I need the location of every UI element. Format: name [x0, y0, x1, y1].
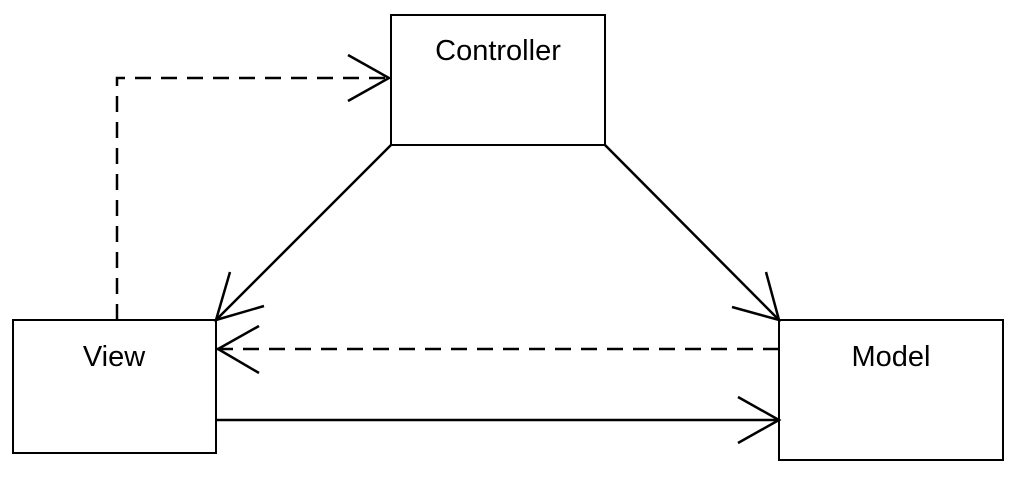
controller-node: Controller: [390, 14, 606, 146]
arrowhead-icon: [347, 53, 392, 103]
view-label: View: [83, 341, 146, 373]
edge-view-to-model: [216, 395, 782, 445]
arrowhead-icon: [215, 324, 260, 375]
view-box: [12, 319, 217, 454]
arrowhead-icon: [731, 271, 781, 322]
model-label: Model: [852, 341, 931, 373]
model-node: Model: [778, 319, 1004, 461]
arrowhead-icon: [737, 395, 782, 445]
controller-box: [390, 14, 606, 146]
edge-controller-to-view: [214, 144, 392, 322]
edge-line: [215, 144, 392, 321]
model-box: [778, 319, 1004, 461]
edge-line: [604, 144, 780, 321]
edge-view-to-controller: [115, 53, 392, 320]
edge-line: [115, 76, 391, 320]
controller-label: Controller: [435, 35, 561, 67]
edge-model-to-view: [215, 324, 779, 375]
view-node: View: [12, 319, 217, 454]
edge-controller-to-model: [604, 144, 781, 322]
arrowhead-icon: [214, 271, 265, 322]
